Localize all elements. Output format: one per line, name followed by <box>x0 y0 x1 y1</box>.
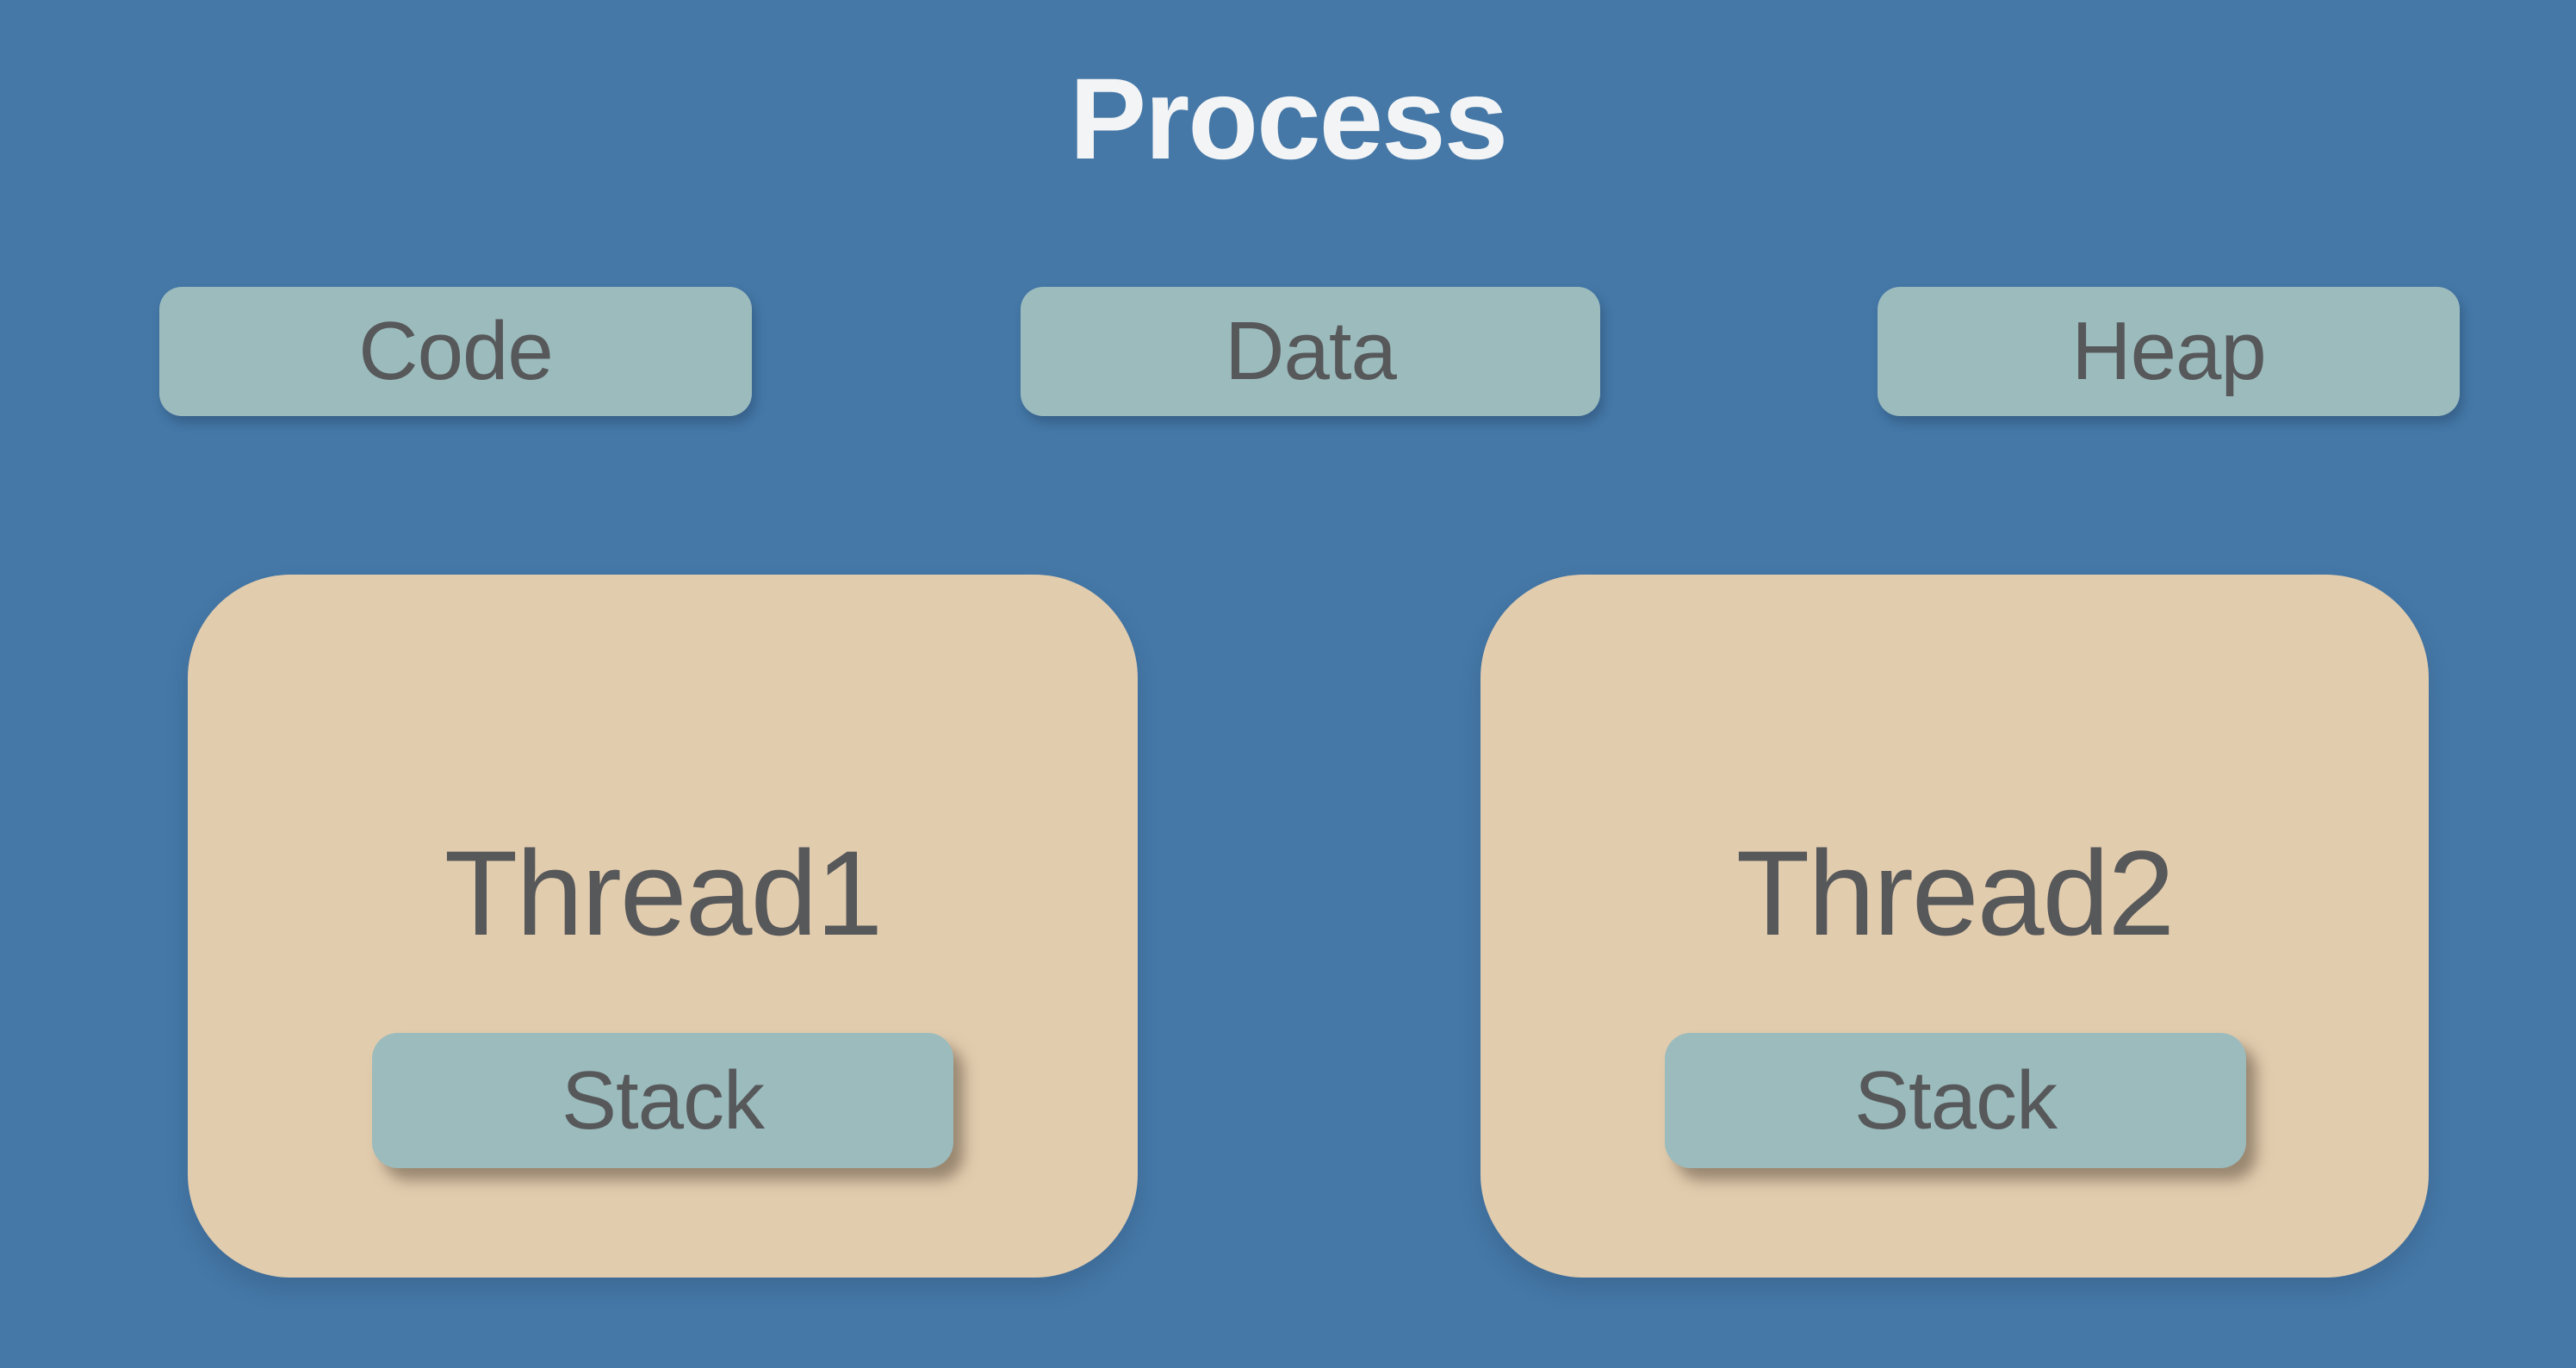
thread1-stack-box: Stack <box>372 1033 953 1168</box>
thread2-stack-box: Stack <box>1665 1033 2246 1168</box>
heap-segment-label: Heap <box>2071 305 2266 397</box>
thread1-box: Thread1 Stack <box>188 575 1138 1278</box>
heap-segment-box: Heap <box>1878 287 2460 416</box>
thread2-title: Thread2 <box>1735 825 2175 961</box>
thread1-stack-label: Stack <box>561 1054 765 1147</box>
code-segment-box: Code <box>159 287 752 416</box>
thread2-stack-label: Stack <box>1853 1054 2058 1147</box>
code-segment-label: Code <box>358 305 553 397</box>
data-segment-label: Data <box>1225 305 1397 397</box>
thread1-title: Thread1 <box>444 825 883 961</box>
process-title: Process <box>1069 55 1508 183</box>
thread2-box: Thread2 Stack <box>1480 575 2429 1278</box>
data-segment-box: Data <box>1021 287 1600 416</box>
